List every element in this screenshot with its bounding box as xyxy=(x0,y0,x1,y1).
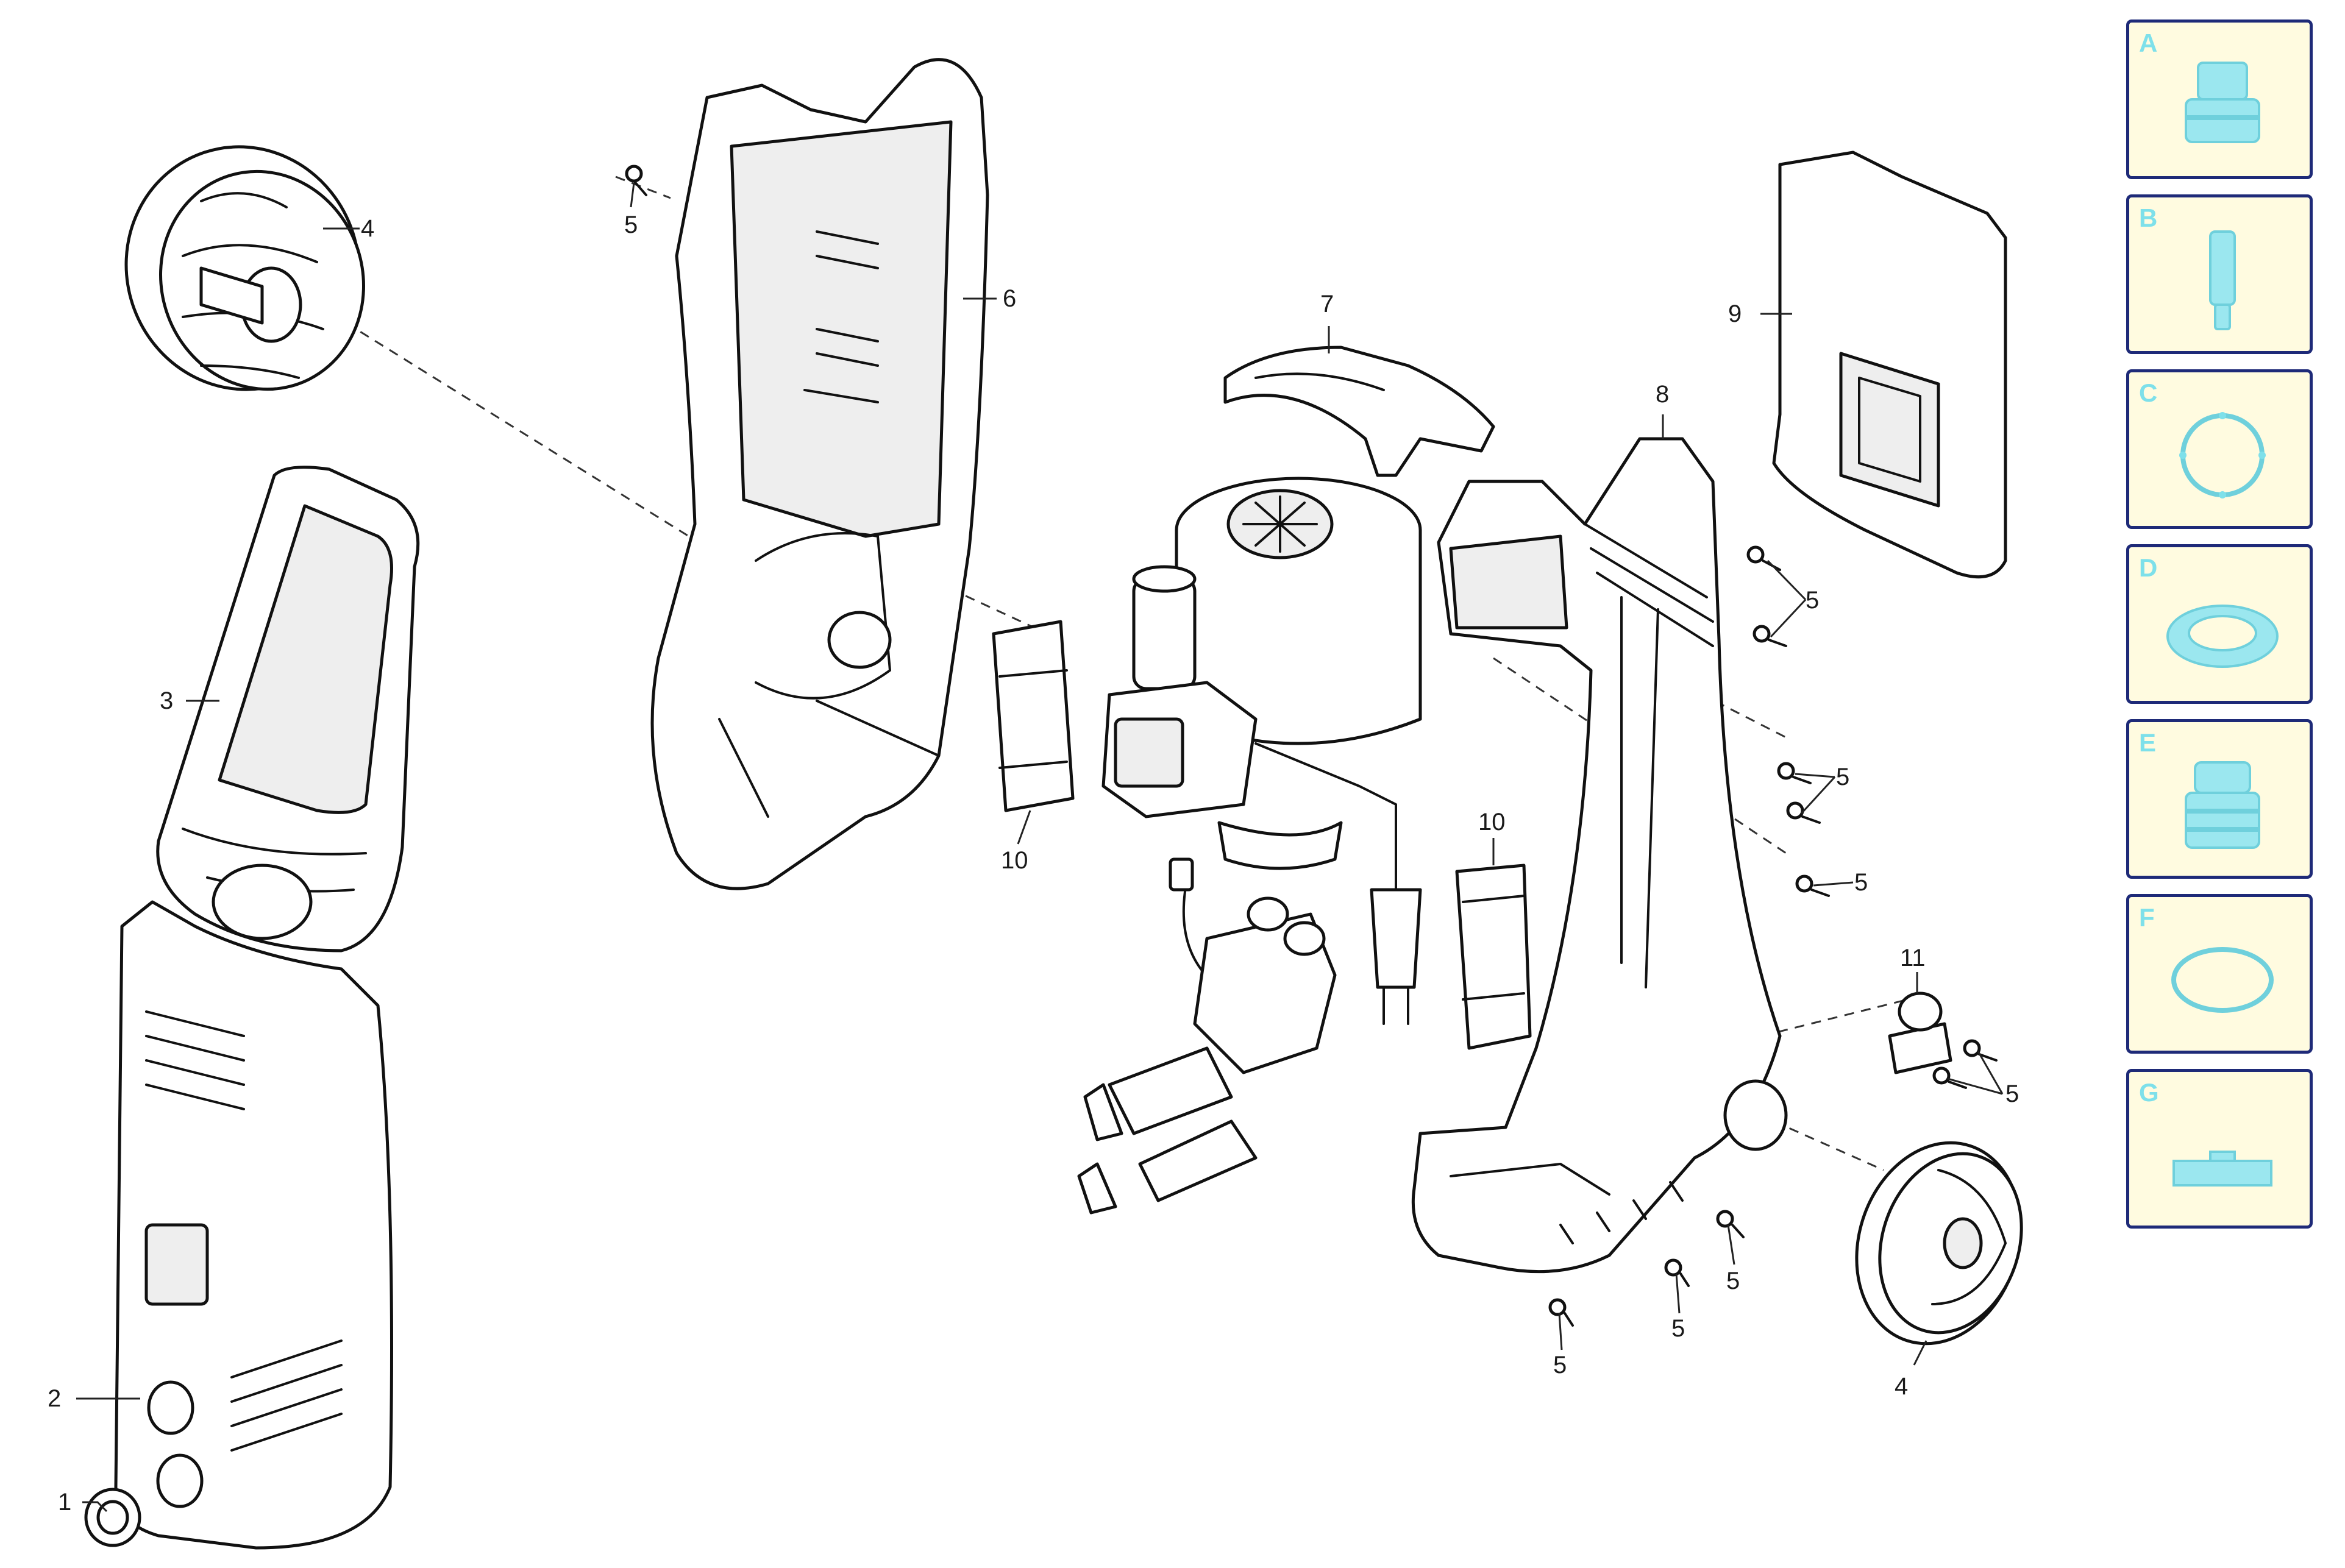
filter-cartridge-icon xyxy=(2162,219,2283,341)
screw-icon xyxy=(1746,545,1781,571)
part-pressure-switch-assembly xyxy=(1077,857,1337,1215)
kit-letter: C xyxy=(2139,378,2158,407)
screw-icon xyxy=(1795,874,1830,897)
callout-7: 7 xyxy=(1320,291,1334,318)
kit-letter: B xyxy=(2139,204,2158,232)
callout-1: 1 xyxy=(58,1489,71,1516)
screw-icon xyxy=(1777,762,1812,784)
part-hose-nut xyxy=(84,1488,141,1547)
callout-labels: 1 2 3 4 5 6 7 8 9 10 10 5 5 5 5 5 5 5 11… xyxy=(48,211,2019,1516)
kit-letter: E xyxy=(2139,728,2157,757)
leader-lines xyxy=(76,182,2004,1513)
callout-3: 3 xyxy=(160,687,173,714)
kit-card-g[interactable]: G xyxy=(2126,1069,2313,1229)
accessory-kit-panel: A B C xyxy=(2126,20,2320,1244)
threaded-coupling-icon xyxy=(2162,744,2283,866)
callout-5-bracket: 5 xyxy=(2005,1080,2019,1107)
screw-icon xyxy=(1716,1210,1745,1238)
callout-5-base-b: 5 xyxy=(1671,1315,1685,1342)
screw-icon xyxy=(1963,1039,1998,1062)
callout-11: 11 xyxy=(1900,945,1926,971)
flat-seal-icon xyxy=(2162,569,2283,691)
callout-5-top: 5 xyxy=(624,211,638,238)
kit-card-d[interactable]: D xyxy=(2126,544,2313,704)
part-clip-left xyxy=(992,620,1075,812)
part-rear-housing xyxy=(650,58,989,890)
kit-card-a[interactable]: A xyxy=(2126,20,2313,179)
part-clip-right xyxy=(1455,864,1532,1050)
kit-letter: F xyxy=(2139,903,2155,932)
part-upper-front-cover xyxy=(156,466,420,953)
screw-icon xyxy=(1932,1066,1967,1089)
seal-strip-icon xyxy=(2162,1094,2283,1216)
callout-9: 9 xyxy=(1728,300,1742,327)
part-wheel-left xyxy=(124,145,365,391)
part-rear-panel xyxy=(1772,151,2007,579)
callout-5-upper-right: 5 xyxy=(1806,587,1819,614)
screw-icon xyxy=(1786,801,1821,824)
screw-icon xyxy=(1548,1298,1574,1327)
callout-6: 6 xyxy=(1003,285,1016,312)
screw-icon xyxy=(1753,625,1787,647)
kit-letter: G xyxy=(2139,1078,2159,1107)
callout-4-bottom: 4 xyxy=(1895,1373,1908,1400)
kit-card-c[interactable]: C xyxy=(2126,369,2313,529)
part-power-cord xyxy=(1254,742,1422,1025)
screw-icon xyxy=(625,165,647,196)
callout-5-mid-right: 5 xyxy=(1836,764,1849,790)
retaining-ring-icon xyxy=(2162,394,2283,516)
callout-5-lower-right: 5 xyxy=(1854,869,1868,896)
callout-2: 2 xyxy=(48,1385,61,1412)
part-lower-front-cover xyxy=(114,900,393,1550)
kit-card-b[interactable]: B xyxy=(2126,194,2313,354)
callout-4-top: 4 xyxy=(361,215,374,242)
callout-10-right: 10 xyxy=(1478,809,1506,835)
nozzle-adapter-icon xyxy=(2162,44,2283,166)
part-wheel-bracket xyxy=(1888,992,1952,1074)
kit-letter: D xyxy=(2139,553,2158,582)
callout-10-left: 10 xyxy=(1001,847,1028,874)
o-ring-icon xyxy=(2162,919,2283,1041)
part-motor-pump-assembly xyxy=(1101,477,1422,870)
callout-5-base-c: 5 xyxy=(1553,1352,1567,1378)
part-handle-bracket xyxy=(1223,346,1495,477)
part-wheel-right xyxy=(1855,1141,2023,1346)
kit-card-f[interactable]: F xyxy=(2126,894,2313,1054)
kit-letter: A xyxy=(2139,29,2158,57)
screw-icon xyxy=(1664,1258,1690,1287)
callout-8: 8 xyxy=(1656,381,1669,408)
part-main-body xyxy=(1411,437,1788,1274)
callout-5-base-a: 5 xyxy=(1726,1268,1740,1294)
kit-card-e[interactable]: E xyxy=(2126,719,2313,879)
